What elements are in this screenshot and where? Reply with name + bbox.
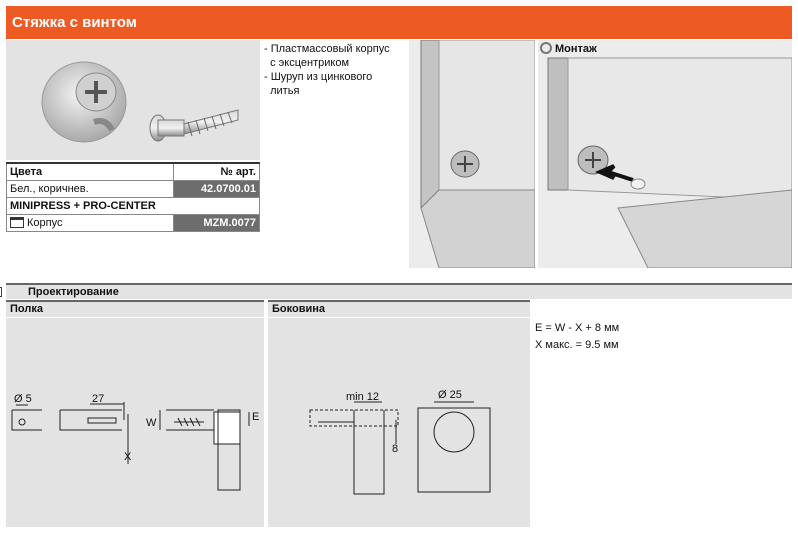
product-description: - Пластмассовый корпус с эксцентриком - … [264, 42, 409, 98]
col-header-color: Цвета [6, 162, 174, 181]
spec-table: Цвета № арт. Бел., коричнев. 42.0700.01 … [6, 162, 260, 232]
dim-27: 27 [92, 393, 104, 405]
side-header: Боковина [268, 300, 530, 317]
side-diagram: min 12 8 Ø 25 [309, 389, 491, 495]
dim-8: 8 [392, 443, 398, 455]
desc-line: литья [264, 85, 300, 97]
side-drawing: min 12 8 Ø 25 [268, 318, 530, 527]
shelf-diagram: Ø 5 27 X W E [11, 393, 259, 491]
table-header-row: Цвета № арт. [6, 162, 260, 181]
dim-dia25: Ø 25 [438, 389, 462, 401]
col-header-art: № арт. [173, 162, 260, 181]
cell-color: Бел., коричнев. [6, 179, 174, 198]
table-row: Корпус MZM.0077 [6, 213, 260, 232]
dim-w: W [146, 417, 157, 429]
formula: E = W - X + 8 мм X макс. = 9.5 мм [535, 320, 619, 354]
side-label: Боковина [272, 303, 325, 315]
section-label: MINIPRESS + PRO-CENTER [6, 196, 260, 215]
cell-art-number[interactable]: 42.0700.01 [173, 179, 260, 198]
table-row: Бел., коричнев. 42.0700.01 [6, 179, 260, 198]
assembly-photo-1 [409, 39, 536, 269]
housing-icon [10, 217, 24, 229]
desc-line: - Пластмассовый корпус [264, 43, 390, 55]
product-image [6, 40, 260, 160]
dim-min12: min 12 [346, 391, 379, 403]
design-icon [0, 287, 2, 297]
assembly-illustration-1 [420, 39, 536, 269]
shelf-drawing: Ø 5 27 X W E [6, 318, 264, 527]
dim-e: E [252, 411, 259, 423]
title-bar: Стяжка с винтом [6, 6, 792, 39]
formula-line-1: E = W - X + 8 мм [535, 322, 620, 334]
gear-icon [540, 42, 552, 54]
connector-illustration [41, 61, 239, 143]
desc-line: - Шуруп из цинкового [264, 71, 373, 83]
montage-text: Монтаж [555, 43, 597, 55]
dim-x: X [124, 451, 132, 463]
cell-art-number[interactable]: MZM.0077 [173, 213, 260, 232]
assembly-photo-2 [538, 40, 793, 269]
housing-label: Корпус [27, 216, 63, 229]
dim-dia5: Ø 5 [14, 393, 32, 405]
design-header: Проектирование [0, 283, 792, 299]
assembly-illustration-2 [547, 57, 793, 269]
page-title: Стяжка с винтом [12, 14, 137, 31]
design-title: Проектирование [28, 286, 119, 298]
montage-label: Монтаж [540, 42, 597, 55]
table-section-row: MINIPRESS + PRO-CENTER [6, 196, 260, 215]
shelf-header: Полка [6, 300, 264, 317]
desc-line: с эксцентриком [264, 57, 350, 69]
cell-housing: Корпус [6, 213, 174, 232]
formula-line-2: X макс. = 9.5 мм [535, 339, 619, 351]
shelf-label: Полка [10, 303, 43, 315]
